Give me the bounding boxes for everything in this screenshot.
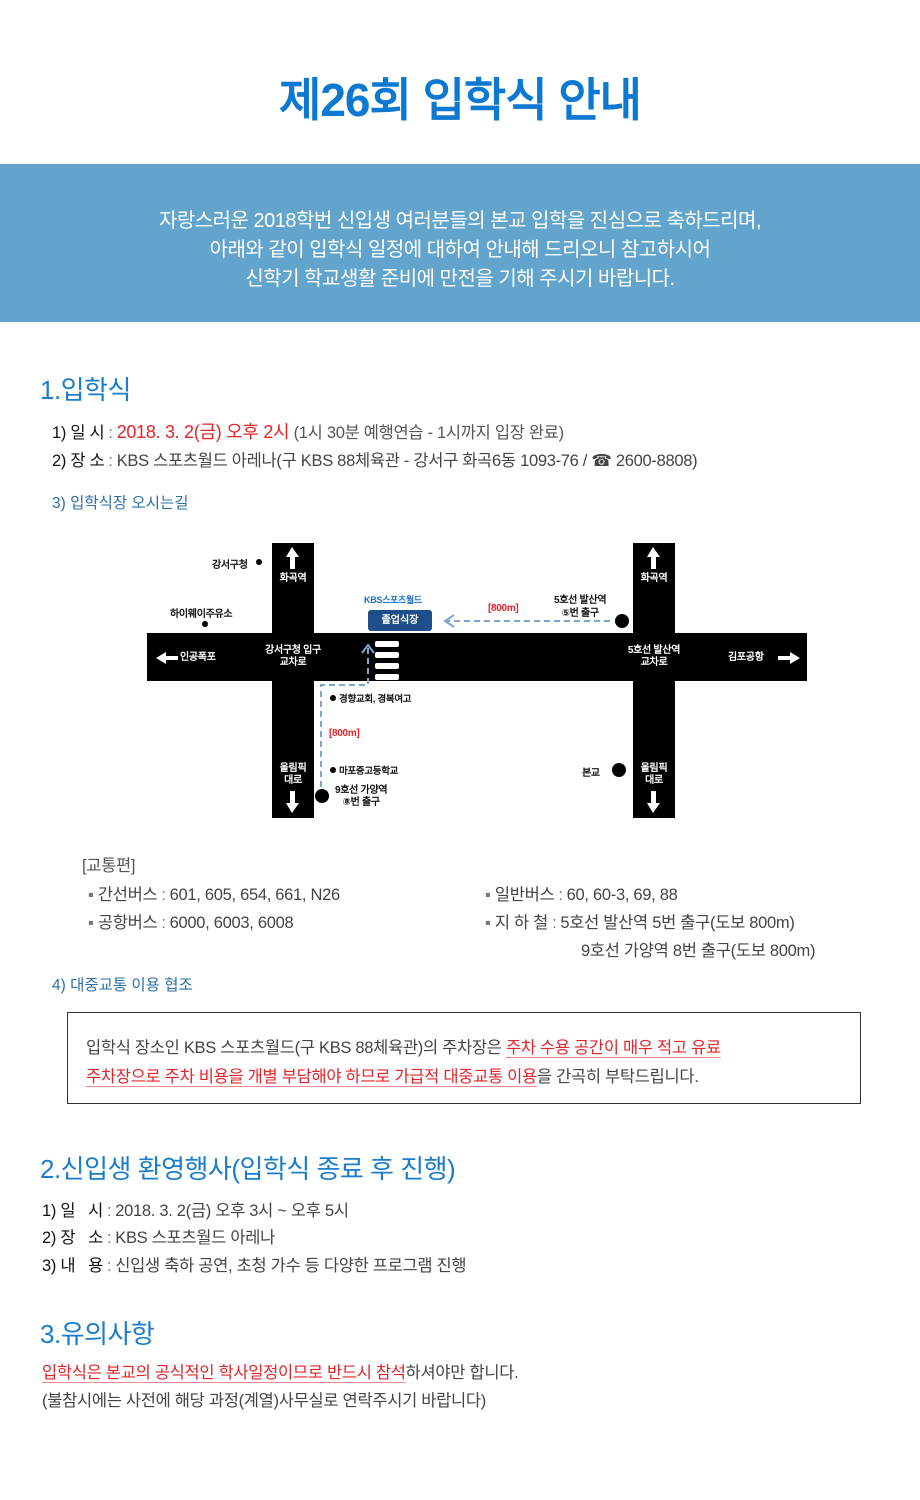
- regular-bus-label: 일반버스: [494, 886, 555, 904]
- station-5-label: 5호선 발산역 ⑤번 출구: [554, 595, 607, 619]
- trunk-bus-label: 간선버스: [97, 886, 158, 904]
- map-label-left-intersection: 강서구청 입구 교차로: [265, 645, 321, 668]
- directions-map: 화곡역 화곡역 올림픽 대로 올림픽 대로 인공폭포 김포공항 강서구청 입구 …: [140, 535, 820, 825]
- transport-heading: [교통편]: [82, 857, 136, 875]
- banner-line: 아래와 같이 입학식 일정에 대하여 안내해 드리오니 참고하시어: [209, 239, 711, 261]
- ceremony-date-row: 1) 일 시:2018. 3. 2(금) 오후 2시 (1시 30분 예행연습 …: [52, 418, 564, 444]
- airport-bus-label: 공항버스: [97, 914, 158, 932]
- transport-trunk-bus: ▪ 간선버스:601, 605, 654, 661, N26: [88, 886, 340, 904]
- banner-line: 자랑스러운 2018학번 신입생 여러분들의 본교 입학을 진심으로 축하드리며…: [158, 210, 762, 232]
- landmark-school: 마포중고등학교: [339, 766, 399, 777]
- crosswalk-stripe: [375, 652, 399, 658]
- section-heading-notes: 3.유의사항: [40, 1319, 155, 1349]
- landmark-highway-station: 하이웨이주유소: [170, 609, 233, 620]
- trunk-bus-value: 601, 605, 654, 661, N26: [169, 886, 340, 904]
- regular-bus-value: 60, 60-3, 69, 88: [566, 886, 678, 904]
- landmark-main-campus: 본교: [582, 768, 600, 779]
- date-label: 1) 일 시: [52, 424, 105, 442]
- subway-label: 지 하 철: [494, 914, 549, 932]
- distance-left: [800m]: [329, 728, 360, 739]
- venue-box: 졸업식장: [368, 610, 432, 631]
- right-vertical-road: [633, 543, 675, 818]
- map-label-east: 김포공항: [728, 652, 764, 663]
- map-label-south-right: 올림픽 대로: [640, 763, 668, 786]
- date-note: (1시 30분 예행연습 - 1시까지 입장 완료): [293, 424, 565, 442]
- map-label-north-right: 화곡역: [640, 573, 668, 584]
- notes-line-1: 입학식은 본교의 공식적인 학사일정이므로 반드시 참석하셔야만 합니다.: [42, 1364, 519, 1382]
- transport-airport-bus: ▪ 공항버스:6000, 6003, 6008: [88, 914, 294, 932]
- landmark-dot: [256, 559, 262, 565]
- place-label: 2) 장 소: [52, 452, 105, 470]
- distance-top: [800m]: [488, 603, 519, 614]
- colon: :: [108, 424, 113, 442]
- landmark-gangseo-office: 강서구청: [212, 560, 248, 571]
- notice-line-2: 주차장으로 주차 비용을 개별 부담해야 하므로 가급적 대중교통 이용을 간곡…: [86, 1068, 699, 1086]
- crosswalk-stripe: [375, 641, 399, 647]
- section-heading-ceremony: 1.입학식: [40, 375, 131, 405]
- banner-line: 신학기 학교생활 준비에 만전을 기해 주시기 바랍니다.: [245, 268, 675, 290]
- welcome-place-row: 2) 장 소:KBS 스포츠월드 아레나: [42, 1229, 275, 1247]
- crosswalk-stripe: [375, 663, 399, 669]
- route-dashes: [156, 547, 800, 813]
- map-label-south-left: 올림픽 대로: [279, 763, 307, 786]
- landmark-dot: [330, 695, 336, 701]
- page-title: 제26회 입학식 안내: [279, 74, 642, 126]
- welcome-content-row: 3) 내 용:신입생 축하 공연, 초청 가수 등 다양한 프로그램 진행: [42, 1257, 467, 1275]
- intro-banner: 자랑스러운 2018학번 신입생 여러분들의 본교 입학을 진심으로 축하드리며…: [0, 164, 920, 322]
- map-label-right-intersection: 5호선 발산역 교차로: [627, 645, 681, 668]
- section-heading-welcome-event: 2.신입생 환영행사(입학식 종료 후 진행): [40, 1154, 456, 1184]
- directions-heading: 3) 입학식장 오시는길: [52, 495, 189, 512]
- colon: :: [108, 452, 113, 470]
- map-label-west: 인공폭포: [180, 652, 216, 663]
- station-9-dot: [315, 789, 329, 803]
- landmark-dot: [202, 621, 208, 627]
- public-transit-heading: 4) 대중교통 이용 협조: [52, 977, 193, 994]
- airport-bus-value: 6000, 6003, 6008: [169, 914, 294, 932]
- notes-line-2: (불참시에는 사전에 해당 과정(계열)사무실로 연락주시기 바랍니다): [42, 1392, 486, 1410]
- venue-brand: KBS스포츠월드: [364, 595, 423, 605]
- date-value: 2018. 3. 2(금) 오후 2시: [116, 422, 290, 442]
- place-value: KBS 스포츠월드 아레나(구 KBS 88체육관 - 강서구 화곡6동 109…: [116, 452, 698, 470]
- ceremony-place-row: 2) 장 소:KBS 스포츠월드 아레나(구 KBS 88체육관 - 강서구 화…: [52, 447, 698, 471]
- station-9-label: 9호선 가양역 ⑧번 출구: [335, 785, 388, 808]
- subway-value-2: 9호선 가양역 8번 출구(도보 800m): [581, 942, 816, 960]
- transport-regular-bus: ▪ 일반버스:60, 60-3, 69, 88: [485, 886, 678, 904]
- subway-value-1: 5호선 발산역 5번 출구(도보 800m): [560, 914, 795, 932]
- map-label-north-left: 화곡역: [279, 573, 307, 584]
- notice-line-1: 입학식 장소인 KBS 스포츠월드(구 KBS 88체육관)의 주차장은 주차 …: [86, 1039, 721, 1057]
- left-vertical-road: [272, 543, 314, 818]
- horizontal-road: [147, 633, 807, 681]
- parking-notice-box: 입학식 장소인 KBS 스포츠월드(구 KBS 88체육관)의 주차장은 주차 …: [67, 1012, 861, 1104]
- main-campus-dot: [612, 763, 626, 777]
- landmark-dot: [330, 767, 336, 773]
- welcome-date-row: 1) 일 시:2018. 3. 2(금) 오후 3시 ~ 오후 5시: [42, 1202, 349, 1220]
- landmark-church: 경향교회, 경복여고: [339, 694, 412, 705]
- crosswalk-stripe: [375, 674, 399, 680]
- transport-subway: ▪ 지 하 철:5호선 발산역 5번 출구(도보 800m): [485, 914, 795, 932]
- station-5-dot: [615, 614, 629, 628]
